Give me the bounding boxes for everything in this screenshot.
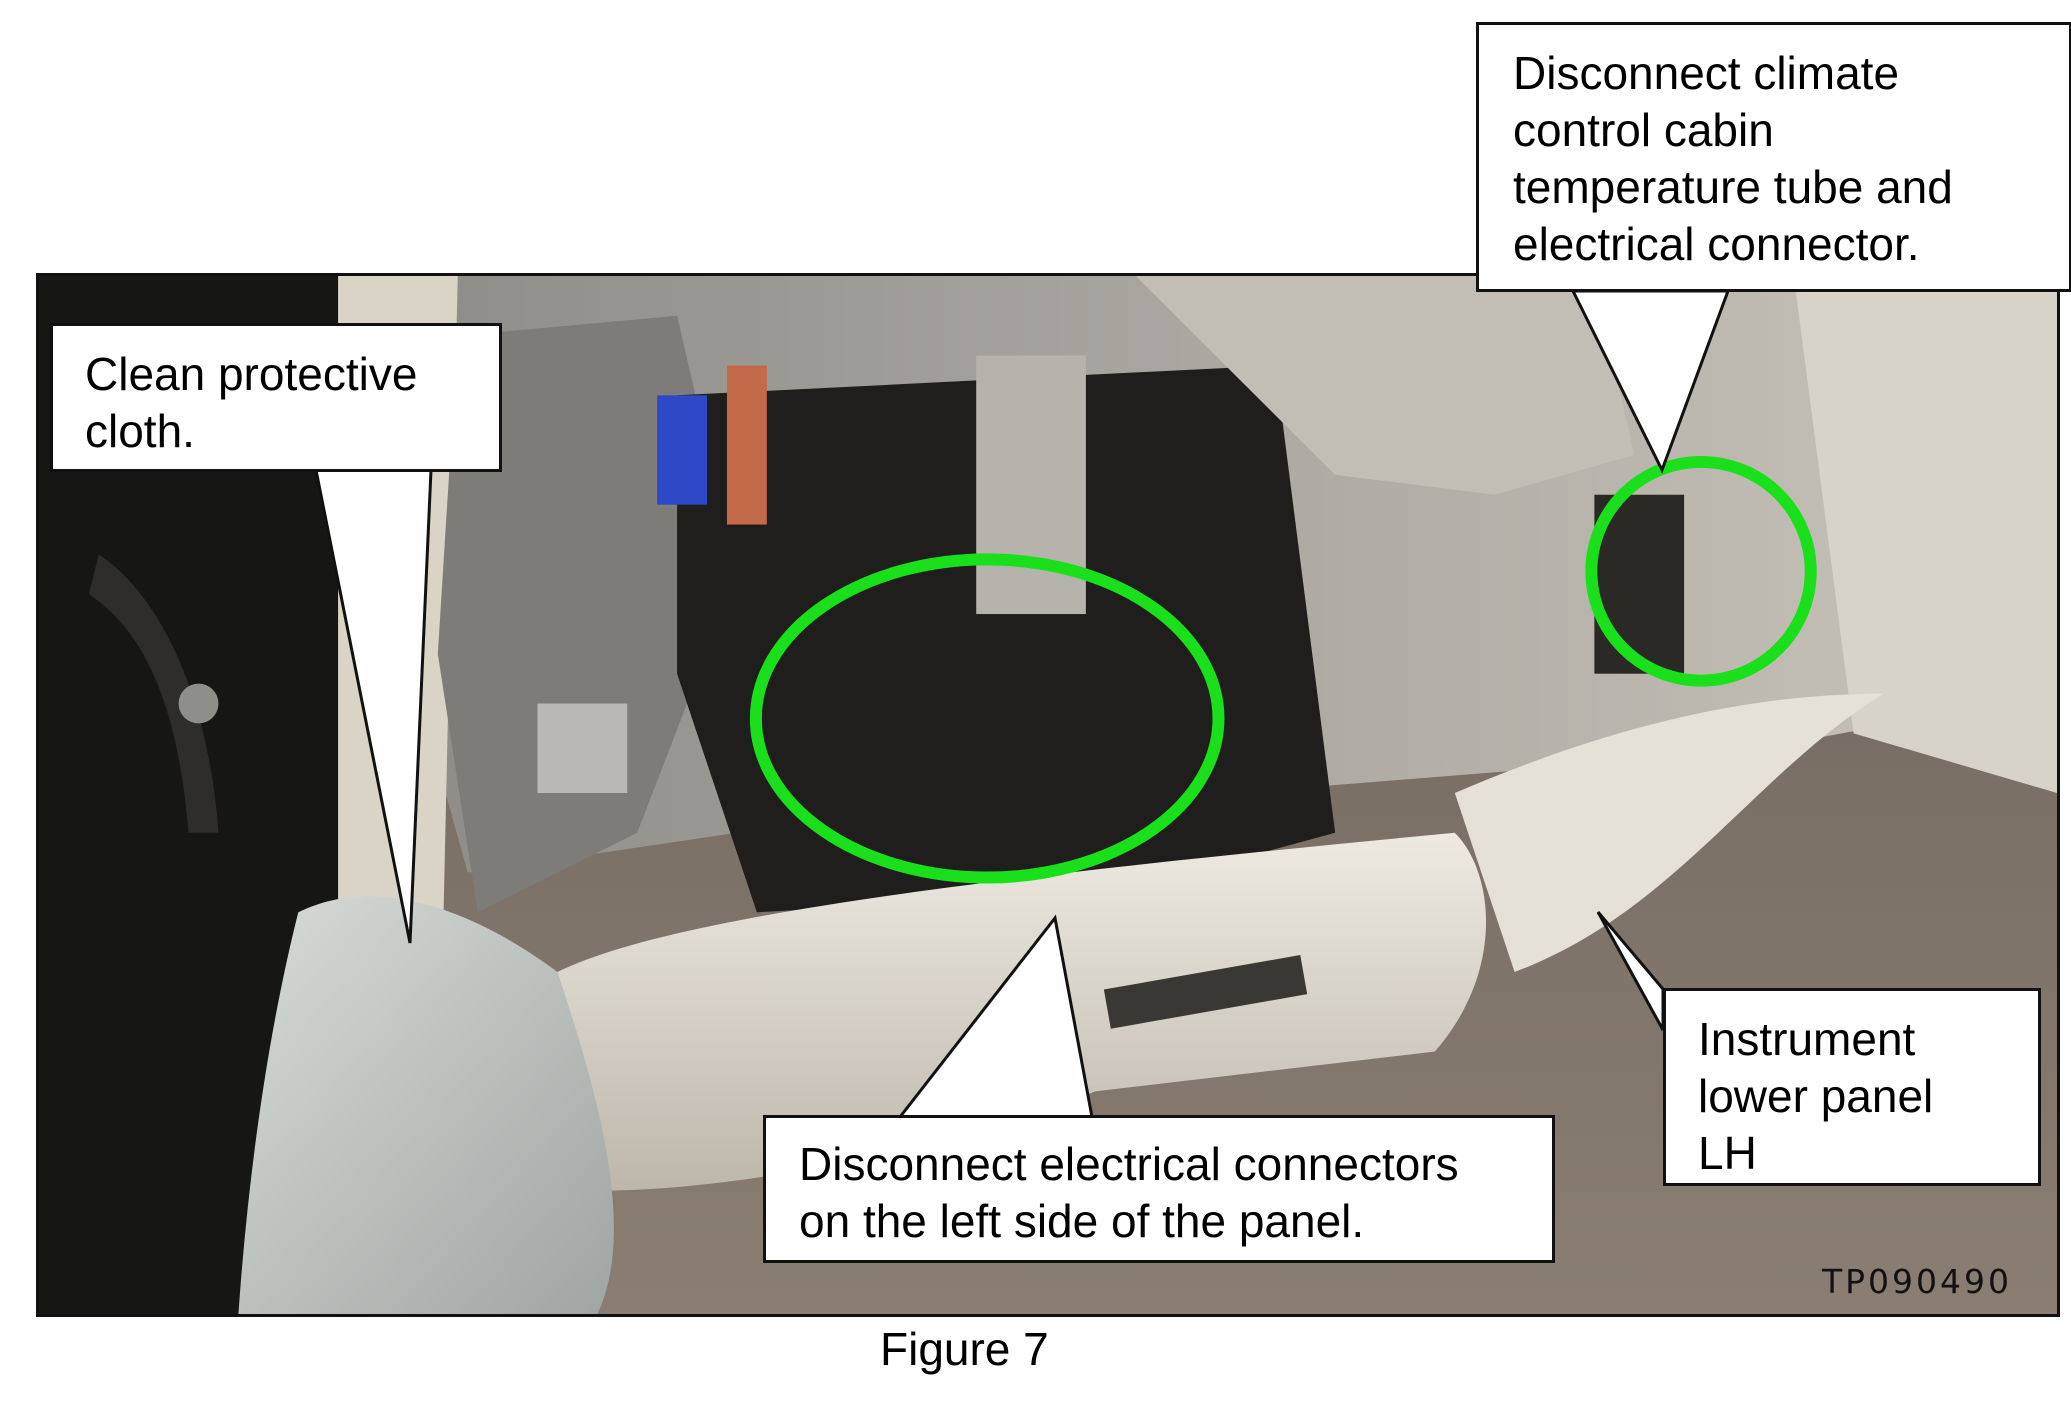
photo-code: TP090490 — [1822, 1262, 2013, 1301]
blue-connector — [657, 395, 708, 505]
wiring-cavity — [677, 365, 1336, 913]
hinge-bolt — [178, 683, 219, 724]
door-hinge — [88, 554, 219, 833]
panel-vent — [1103, 955, 1308, 1029]
callout-climate-tube: Disconnect climate control cabin tempera… — [1476, 22, 2071, 292]
connectors-highlight-ring — [749, 553, 1225, 884]
temperature-connector — [1594, 494, 1685, 674]
callout-cloth: Clean protective cloth. — [50, 323, 502, 472]
center-stack — [1135, 276, 1635, 495]
callout-electrical-connectors: Disconnect electrical connectors on the … — [763, 1115, 1555, 1263]
figure-caption: Figure 7 — [880, 1323, 1049, 1375]
mount-plate — [537, 703, 628, 794]
passenger-seat — [1793, 276, 2057, 794]
callout-lower-panel: Instrument lower panel LH — [1663, 988, 2041, 1186]
protective-cloth — [238, 896, 614, 1314]
panel-edge — [1454, 693, 1884, 972]
wire-harness — [726, 365, 767, 525]
